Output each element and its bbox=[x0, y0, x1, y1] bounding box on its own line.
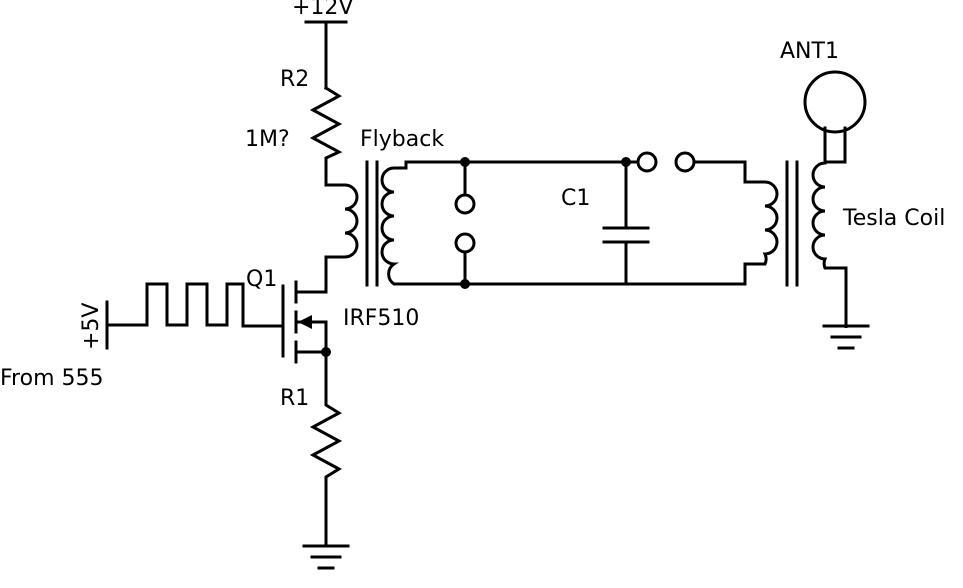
capacitor-c1 bbox=[602, 160, 650, 286]
supply-5v-label: +5V bbox=[79, 303, 104, 350]
junction-dot bbox=[621, 157, 631, 167]
mosfet-q1 bbox=[241, 255, 328, 364]
from-555-label: From 555 bbox=[0, 366, 104, 391]
ant1-label: ANT1 bbox=[780, 39, 839, 64]
junction-dot bbox=[460, 157, 470, 167]
ground-symbol-bottom bbox=[302, 544, 350, 570]
tesla-coil-transformer bbox=[743, 138, 848, 328]
r2-value-label: 1M? bbox=[245, 127, 290, 152]
flyback-label: Flyback bbox=[360, 127, 444, 152]
r2-label: R2 bbox=[280, 67, 309, 92]
spark-gap-vertical bbox=[454, 160, 476, 286]
r1-label: R1 bbox=[280, 386, 309, 411]
flyback-transformer bbox=[326, 160, 408, 287]
ground-symbol-right bbox=[822, 283, 870, 350]
tesla-coil-label: Tesla Coil bbox=[842, 206, 945, 231]
spark-gap-horizontal bbox=[624, 151, 747, 173]
q1-label: Q1 bbox=[246, 267, 277, 292]
c1-label: C1 bbox=[561, 186, 590, 211]
resistor-r2 bbox=[309, 85, 343, 187]
resistor-r1 bbox=[309, 350, 343, 547]
supply-12v-label: +12V bbox=[292, 0, 353, 20]
secondary-wiring bbox=[404, 160, 747, 286]
antenna-ant1 bbox=[803, 70, 867, 164]
mosfet-part-label: IRF510 bbox=[343, 306, 419, 331]
square-wave-input bbox=[105, 282, 245, 350]
junction-dot bbox=[460, 279, 470, 289]
supply-12v-symbol bbox=[304, 20, 348, 90]
